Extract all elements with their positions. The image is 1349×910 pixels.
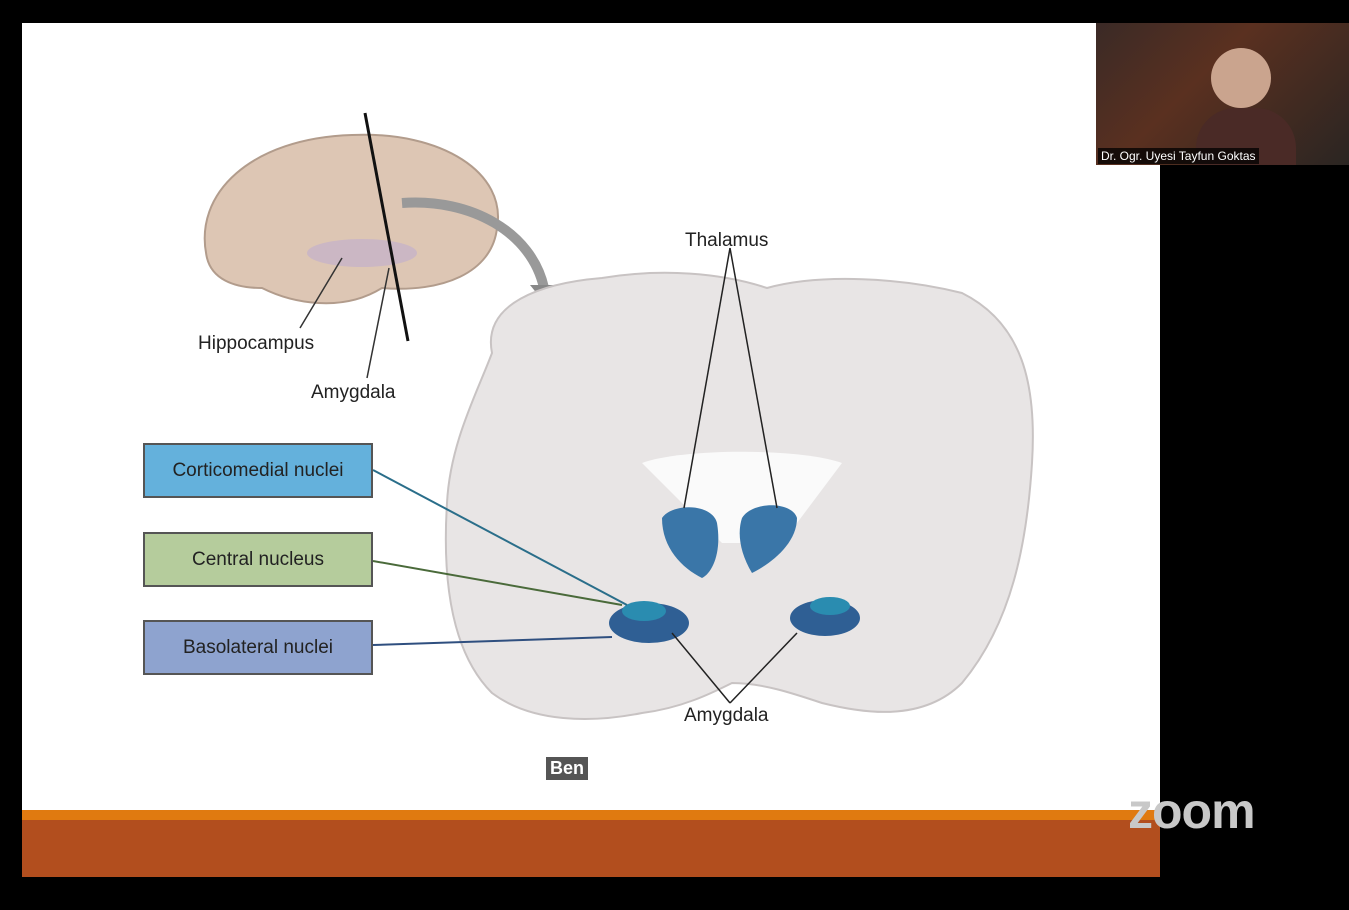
- thalamus-label: Thalamus: [685, 230, 769, 251]
- hippocampus-label: Hippocampus: [198, 333, 315, 354]
- brain-illustration: [203, 112, 1034, 720]
- amygdala-label-bottom: Amygdala: [684, 705, 769, 726]
- lateral-brain-view: [203, 112, 557, 379]
- speaker-caption: Ben: [546, 757, 589, 780]
- presentation-slide: Thalamus Hippocampus Amygdala Amygdala C…: [22, 23, 1160, 877]
- amygdala-label-top: Amygdala: [311, 382, 396, 403]
- corticomedial-nuclei-box: Corticomedial nuclei: [143, 443, 373, 498]
- participant-video-tile[interactable]: Dr. Ogr. Uyesi Tayfun Goktas: [1096, 23, 1349, 165]
- participant-name: Dr. Ogr. Uyesi Tayfun Goktas: [1098, 148, 1259, 164]
- participant-face: [1211, 48, 1271, 108]
- zoom-watermark: zoom: [1128, 783, 1256, 839]
- footer-bar: [22, 820, 1160, 877]
- footer-accent-line: [22, 810, 1160, 820]
- basolateral-nuclei-box: Basolateral nuclei: [143, 620, 373, 675]
- central-nucleus-box: Central nucleus: [143, 532, 373, 587]
- coronal-brain-section: [372, 247, 1034, 720]
